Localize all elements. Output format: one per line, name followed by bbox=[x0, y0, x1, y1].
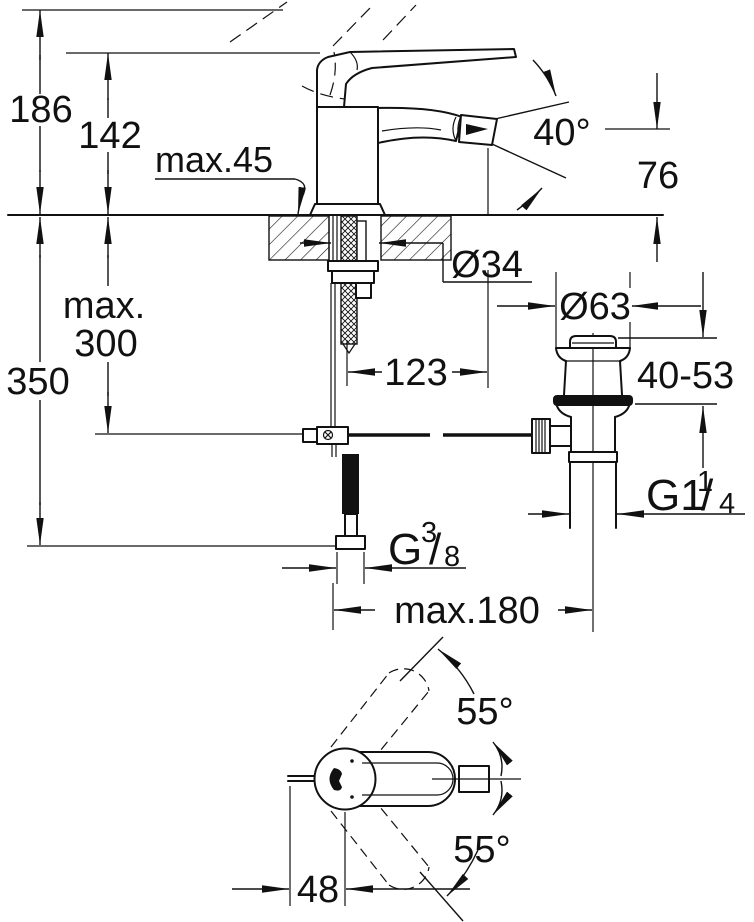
top-view: 55° 55° 48 bbox=[232, 636, 521, 922]
dim-dia63: Ø63 bbox=[497, 272, 701, 347]
svg-text:/: / bbox=[429, 525, 442, 574]
dim-142: 142 bbox=[78, 53, 142, 214]
svg-text:300: 300 bbox=[74, 323, 137, 365]
mounting-shank bbox=[327, 215, 379, 427]
rod-clamp-knurl bbox=[531, 418, 551, 454]
svg-text:Ø63: Ø63 bbox=[559, 286, 631, 328]
svg-text:3: 3 bbox=[421, 517, 437, 549]
dim-55-bottom: 55° bbox=[419, 829, 511, 922]
dim-max45: max.45 bbox=[155, 139, 306, 215]
svg-text:1: 1 bbox=[697, 466, 713, 498]
counter-section bbox=[268, 215, 452, 261]
flexible-hose-lower bbox=[335, 454, 366, 550]
spout-top-outline bbox=[357, 751, 456, 807]
waste-gasket bbox=[553, 395, 633, 406]
dim-48: 48 bbox=[232, 786, 470, 911]
svg-text:max.45: max.45 bbox=[155, 139, 273, 180]
spout bbox=[377, 106, 463, 144]
dim-186: 186 bbox=[9, 10, 73, 214]
dim-g114: G1 1 / 4 bbox=[528, 466, 745, 520]
svg-text:G: G bbox=[388, 525, 422, 574]
svg-text:/: / bbox=[701, 471, 714, 520]
dim-dia34: Ø34 bbox=[300, 239, 532, 286]
svg-text:142: 142 bbox=[78, 115, 141, 157]
svg-text:76: 76 bbox=[637, 155, 679, 197]
handle-raised-dashed bbox=[229, 1, 417, 100]
handle-dome bbox=[313, 747, 377, 811]
pop-up-waste bbox=[531, 333, 633, 632]
svg-text:8: 8 bbox=[444, 541, 460, 573]
dim-max180: max.180 bbox=[332, 583, 592, 632]
svg-text:55°: 55° bbox=[453, 829, 510, 871]
svg-text:4: 4 bbox=[719, 488, 735, 520]
pop-up-rod-linkage bbox=[302, 426, 532, 457]
svg-text:max.: max. bbox=[63, 285, 145, 327]
svg-text:186: 186 bbox=[9, 89, 72, 131]
dim-123: 123 bbox=[346, 148, 489, 394]
dim-55-top: 55° bbox=[399, 636, 514, 733]
waste-push-cap bbox=[569, 335, 617, 349]
spout-angle-40: 40° bbox=[491, 59, 591, 211]
dim-max300: max. 300 bbox=[63, 217, 145, 433]
base-plinth bbox=[309, 203, 386, 216]
dim-76: 76 bbox=[637, 73, 679, 262]
svg-text:Ø34: Ø34 bbox=[451, 244, 523, 286]
dim-angle-40: 40° bbox=[533, 112, 590, 154]
faucet-body bbox=[309, 48, 517, 216]
braided-hose-black bbox=[342, 454, 359, 514]
dim-g38: G 3 / 8 bbox=[282, 517, 466, 584]
dim-4053: 40-53 bbox=[618, 272, 734, 468]
svg-text:350: 350 bbox=[6, 361, 69, 403]
flow-arrow bbox=[466, 124, 488, 135]
spout-rotated-down-dashed bbox=[330, 795, 430, 890]
dim-350: 350 bbox=[6, 217, 70, 545]
spout-rotated-up-dashed bbox=[330, 668, 430, 763]
svg-text:max.180: max.180 bbox=[394, 590, 540, 632]
svg-text:55°: 55° bbox=[456, 691, 513, 733]
svg-text:40-53: 40-53 bbox=[637, 355, 734, 397]
mounting-nut bbox=[327, 260, 379, 272]
lever-slot bbox=[329, 768, 342, 791]
svg-text:G1: G1 bbox=[646, 471, 705, 520]
g38-hex-nut bbox=[335, 535, 366, 550]
lever-handle bbox=[316, 48, 517, 108]
svg-text:123: 123 bbox=[384, 352, 447, 394]
svg-text:48: 48 bbox=[297, 869, 339, 911]
